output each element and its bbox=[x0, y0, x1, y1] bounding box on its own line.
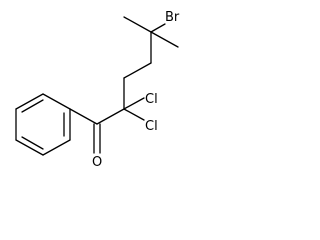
chlorine-label-upper: Cl bbox=[145, 92, 158, 107]
ring-carbonyl-bond bbox=[69, 108, 98, 125]
ring-double-bond bbox=[21, 136, 44, 150]
ring-bond bbox=[42, 93, 71, 110]
c-cl-bond bbox=[123, 108, 145, 121]
chemical-structure: Br Cl Cl O bbox=[15, 10, 180, 170]
bromine-label: Br bbox=[165, 10, 180, 25]
benzene-ring bbox=[15, 93, 71, 156]
oxygen-label: O bbox=[92, 155, 102, 170]
ring-bond bbox=[42, 139, 71, 156]
methyl-bond bbox=[123, 16, 152, 33]
ring-double-bond bbox=[21, 99, 44, 113]
c-cl-bond bbox=[123, 97, 145, 110]
ring-bond bbox=[15, 139, 44, 156]
c-br-bond bbox=[150, 23, 166, 33]
ring-bond bbox=[15, 93, 44, 110]
chlorine-label-lower: Cl bbox=[145, 119, 158, 134]
methyl-bond bbox=[150, 31, 179, 48]
chain-bond bbox=[123, 62, 152, 79]
chain-bond bbox=[96, 108, 125, 125]
